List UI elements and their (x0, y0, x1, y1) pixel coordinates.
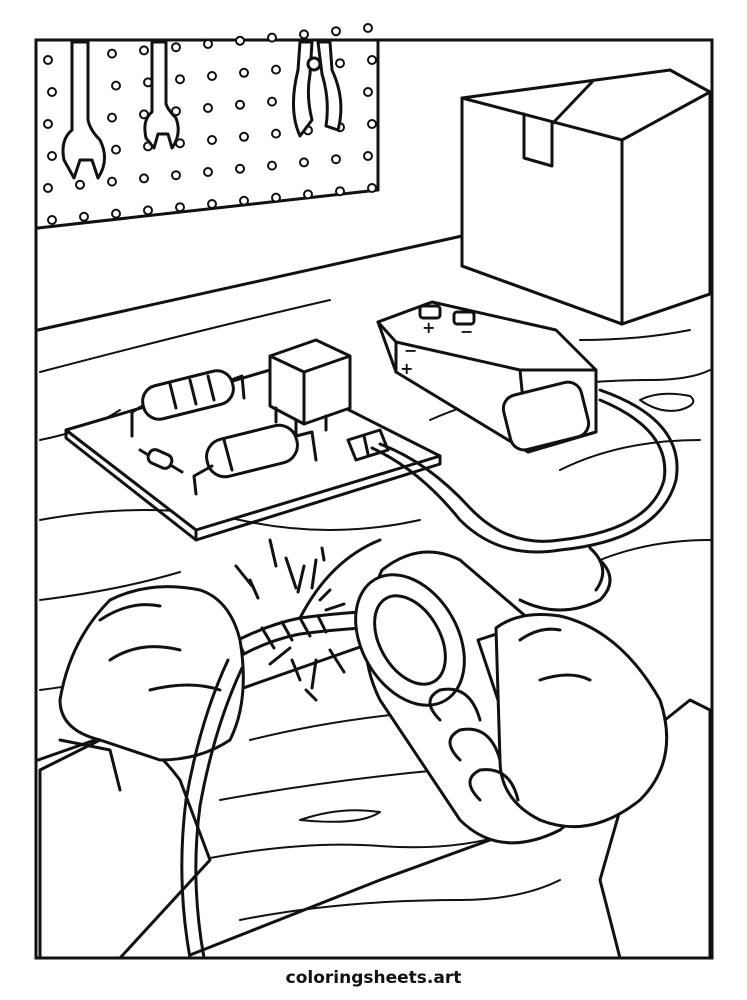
spark-icon (234, 538, 346, 702)
battery-plus-label-side: + (400, 359, 413, 378)
pegboard-hole (143, 205, 153, 216)
pegboard-hole (235, 35, 245, 46)
pegboard-hole (43, 119, 53, 129)
wrench-icon (143, 40, 180, 150)
pegboard-hole (111, 208, 121, 219)
pegboard-hole (367, 119, 377, 129)
pegboard-hole (271, 192, 281, 203)
watermark-text: coloringsheets.art (285, 968, 462, 988)
relay-component (268, 338, 352, 438)
pegboard-hole (303, 189, 313, 200)
pegboard-hole (235, 163, 245, 174)
resistor (130, 369, 246, 438)
pegboard-hole (335, 186, 345, 197)
pegboard-hole (363, 151, 373, 161)
pegboard-hole (267, 32, 277, 43)
pegboard-hole (203, 39, 213, 49)
pegboard-hole (175, 74, 185, 85)
pegboard-hole (331, 26, 341, 37)
left-hand (38, 585, 245, 960)
pegboard-hole (239, 195, 249, 206)
pegboard-hole (139, 173, 149, 184)
wrench-icon (61, 40, 106, 180)
pegboard-hole (47, 87, 57, 97)
pegboard-hole (299, 157, 309, 168)
right-hand (428, 613, 712, 960)
pegboard-hole (335, 58, 345, 69)
pegboard-hole (203, 167, 213, 177)
pegboard-hole (111, 144, 121, 155)
pegboard-hole (331, 154, 341, 165)
pegboard-hole (139, 45, 149, 56)
pegboard-hole (267, 96, 277, 107)
wires (370, 388, 679, 612)
pliers-icon (291, 40, 343, 138)
pegboard-hole (111, 80, 121, 91)
pegboard-hole (271, 64, 281, 75)
diode (138, 448, 184, 474)
pegboard-hole (203, 103, 213, 113)
pegboard-hole (239, 131, 249, 142)
pegboard-hole (43, 183, 53, 193)
pegboard (36, 23, 380, 230)
pegboard-hole (367, 183, 377, 193)
pegboard-hole (235, 99, 245, 110)
pegboard-hole (107, 176, 117, 187)
pegboard-hole (271, 128, 281, 139)
pegboard-hole (107, 48, 117, 59)
pegboard-hole (75, 179, 85, 190)
battery (376, 300, 598, 454)
pegboard-hole (367, 55, 377, 65)
pegboard-hole (207, 199, 217, 209)
pegboard-hole (207, 71, 217, 81)
pegboard-hole (363, 87, 373, 97)
power-cord (180, 658, 244, 960)
battery-plus-label: + (422, 318, 435, 337)
pegboard-hole (107, 112, 117, 123)
pegboard-hole (79, 211, 89, 222)
pegboard-hole (47, 151, 57, 161)
pegboard-hole (171, 42, 181, 53)
pegboard-hole (239, 67, 249, 78)
capacitor (192, 423, 318, 496)
pegboard-hole (175, 202, 185, 213)
pegboard-hole (171, 170, 181, 181)
pegboard-hole (207, 135, 217, 145)
pegboard-hole (43, 55, 53, 65)
pegboard-hole (47, 215, 57, 225)
battery-minus-label-side: − (404, 341, 417, 360)
battery-minus-label: − (460, 322, 473, 341)
pegboard-hole (363, 23, 373, 33)
pegboard-hole (299, 29, 309, 40)
pegboard-hole (171, 106, 181, 117)
pegboard-hole (267, 160, 277, 171)
